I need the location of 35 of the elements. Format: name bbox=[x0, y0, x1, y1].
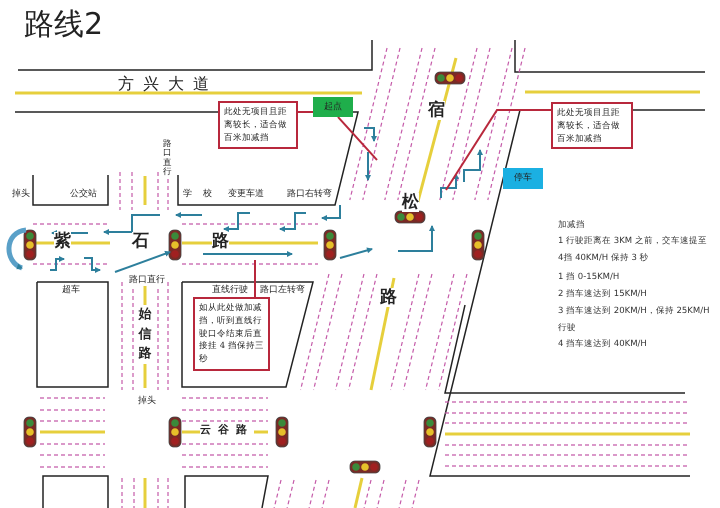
callout-box: 此处无项目且距离较长，适合做百米加减挡 bbox=[551, 102, 633, 149]
note-text: 1 挡 0-15KM/H bbox=[558, 271, 620, 284]
note-text: 3 挡车速达到 20KM/H，保持 25KM/H 行驶 bbox=[558, 305, 710, 335]
map-label: 超车 bbox=[62, 286, 80, 296]
note-text: 1 行驶距离在 3KM 之前，交车速提至4挡 40KM/H 保持 3 秒 bbox=[558, 234, 708, 265]
road-name: 紫 bbox=[54, 232, 71, 251]
map-label: 路口右转弯 bbox=[287, 190, 332, 200]
map-label: 直线行驶 bbox=[212, 286, 248, 296]
map-label: 路口直行 bbox=[163, 140, 172, 178]
leader-line bbox=[445, 109, 551, 191]
map-label: 路口直行 bbox=[129, 276, 165, 286]
map-label: 变更车道 bbox=[228, 190, 264, 200]
map-label: 掉头 bbox=[138, 397, 156, 407]
callout-box: 此处无项目且距离较长，适合做百米加减挡 bbox=[218, 101, 298, 149]
road-name: 石 bbox=[132, 232, 149, 251]
map-label: 公交站 bbox=[70, 190, 97, 200]
map-label: 掉头 bbox=[12, 190, 30, 200]
title: 路线2 bbox=[24, 8, 104, 41]
road-name: 路 bbox=[212, 232, 229, 251]
map-label: 路口左转弯 bbox=[260, 286, 305, 296]
road-name: 路 bbox=[380, 288, 397, 307]
leader-line bbox=[254, 260, 256, 297]
note-text: 4 挡车速达到 40KM/H bbox=[558, 338, 648, 351]
stop-sign: 停车 bbox=[503, 168, 543, 189]
road-name: 方兴大道 bbox=[118, 75, 218, 93]
note-text: 加减挡 bbox=[558, 219, 586, 232]
callout-box: 如从此处做加减挡，听到直线行驶口令结束后直接挂 4 挡保持三秒 bbox=[193, 297, 270, 371]
road-name: 松 bbox=[402, 193, 419, 212]
leader-line bbox=[298, 111, 313, 113]
road-name: 云谷路 bbox=[200, 424, 254, 436]
road-name: 始信路 bbox=[138, 305, 152, 364]
road-name: 宿 bbox=[428, 101, 445, 120]
note-text: 2 挡车速达到 15KM/H bbox=[558, 288, 648, 301]
leader-line bbox=[337, 116, 378, 161]
start-sign: 起点 bbox=[313, 97, 353, 117]
